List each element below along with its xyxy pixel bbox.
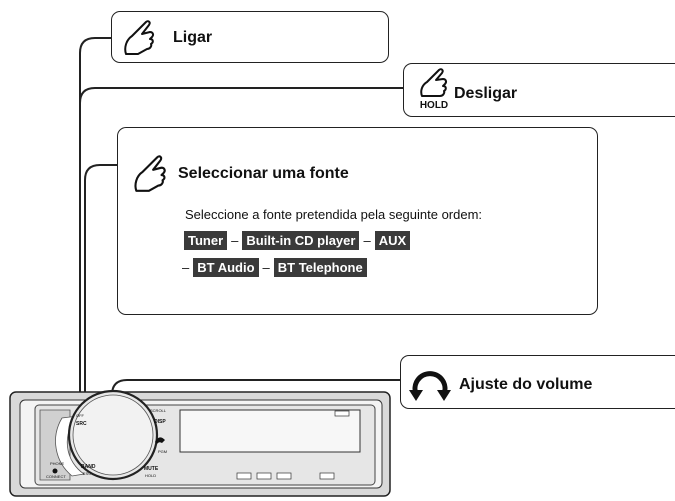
callout-volume-label: Ajuste do volume bbox=[459, 376, 593, 393]
source-bt-telephone: BT Telephone bbox=[273, 258, 367, 277]
source-aux: AUX bbox=[374, 231, 411, 250]
callout-source-label: Seleccionar uma fonte bbox=[178, 165, 349, 182]
source-bt-audio: BT Audio bbox=[193, 258, 259, 277]
separator: – bbox=[363, 233, 371, 248]
separator: – bbox=[262, 260, 270, 275]
callout-ligar: Ligar bbox=[111, 11, 389, 63]
label-mute: MUTE bbox=[144, 466, 159, 472]
source-tuner: Tuner bbox=[184, 231, 228, 250]
label-pgm: PGM bbox=[158, 449, 167, 454]
rotate-knob-icon bbox=[409, 371, 451, 401]
hold-text: HOLD bbox=[420, 100, 448, 111]
phone-button-icon bbox=[52, 468, 58, 474]
source-cd: Built-in CD player bbox=[242, 231, 360, 250]
phone-icon bbox=[155, 437, 165, 444]
instruction-text: Seleccione a fonte pretendida pela segui… bbox=[185, 207, 483, 222]
label-scroll: SCROLL bbox=[150, 408, 167, 413]
source-sequence-line1: Tuner–Built-in CD player–AUX bbox=[184, 231, 411, 250]
source-instruction: Seleccione a fonte pretendida pela segui… bbox=[185, 207, 482, 222]
finger-press-icon bbox=[134, 155, 166, 192]
label-esc: ESC bbox=[83, 471, 91, 476]
separator: – bbox=[231, 233, 239, 248]
label-phone: PHONE bbox=[50, 461, 65, 466]
callout-volume: Ajuste do volume bbox=[400, 355, 675, 409]
callout-desligar: HOLD Desligar bbox=[403, 63, 675, 117]
label-band: BAND bbox=[81, 464, 96, 470]
label-connect: CONNECT bbox=[46, 474, 66, 479]
finger-hold-icon: HOLD bbox=[420, 68, 448, 111]
label-src: SRC bbox=[76, 421, 87, 427]
separator: – bbox=[182, 260, 190, 275]
label-hold: HOLD bbox=[145, 473, 156, 478]
label-disp: DISP bbox=[154, 419, 166, 425]
source-sequence-line2: –BT Audio–BT Telephone bbox=[182, 258, 367, 277]
callout-ligar-label: Ligar bbox=[173, 29, 213, 46]
callout-source: Seleccionar uma fonte bbox=[117, 127, 598, 315]
label-off: OFF bbox=[76, 413, 85, 418]
finger-press-icon bbox=[124, 20, 155, 55]
callout-desligar-label: Desligar bbox=[454, 85, 518, 102]
